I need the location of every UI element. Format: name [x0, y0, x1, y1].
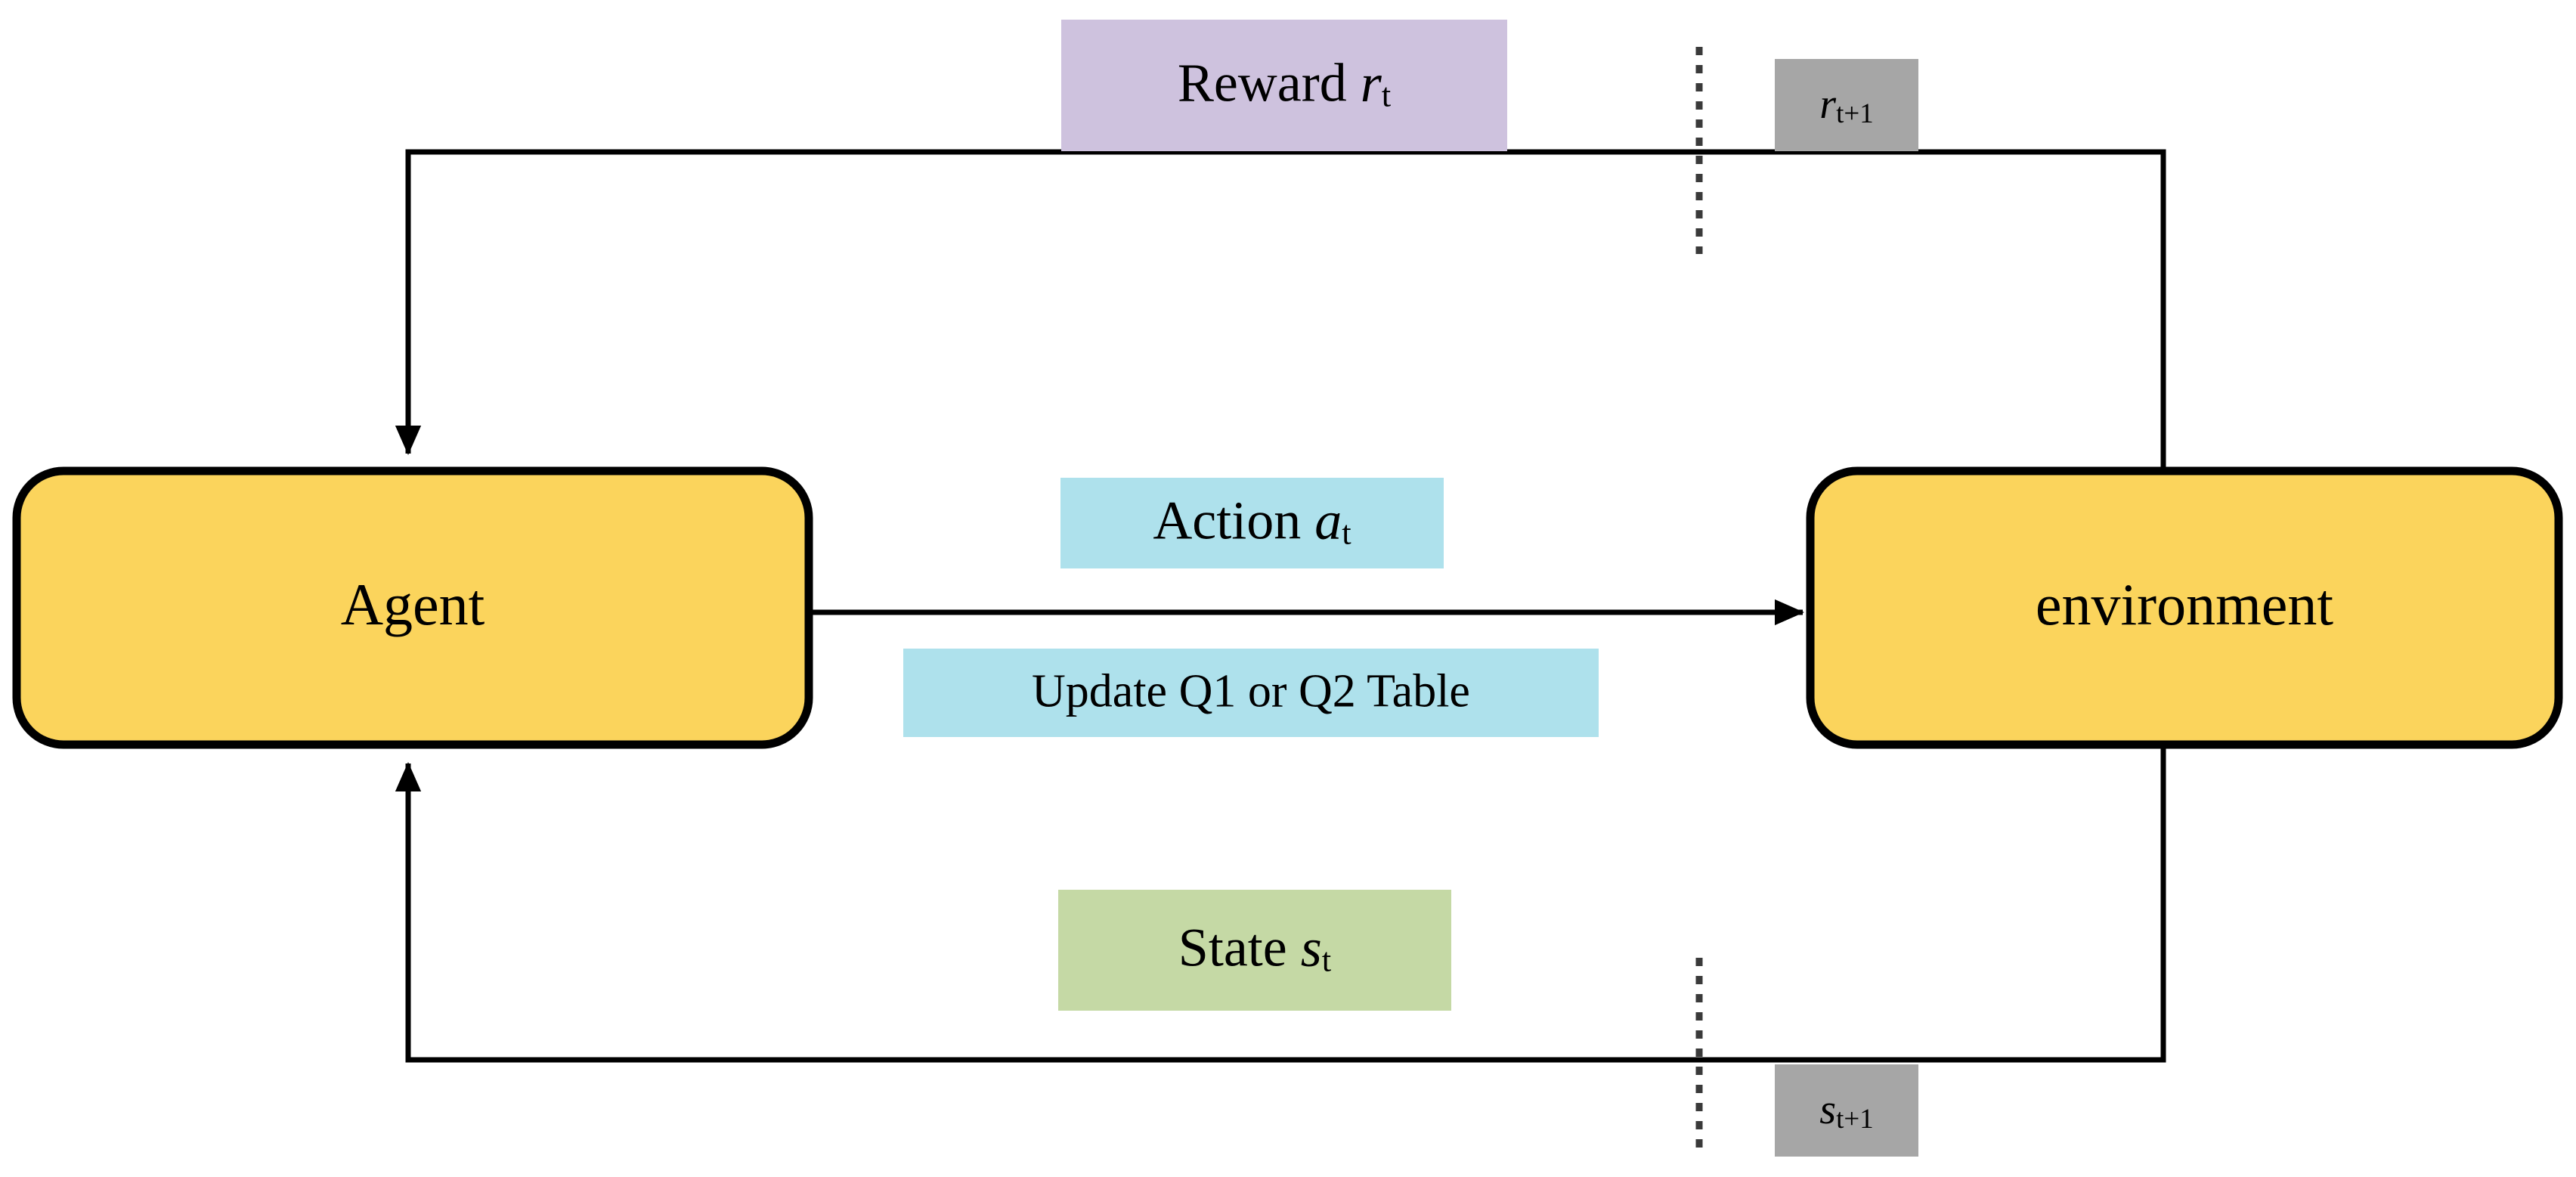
update-q-table-tag-background [903, 649, 1599, 737]
agent-label: Agent [341, 571, 485, 637]
badge-state-next[interactable]: st+1 [1775, 1064, 1918, 1157]
tag-reward[interactable]: Reward rt [1061, 20, 1507, 151]
connector-state-path [395, 745, 2166, 1063]
state-next-badge-label: st+1 [1819, 1086, 1873, 1135]
badge-reward-next[interactable]: rt+1 [1775, 59, 1918, 151]
state-tag-label: State st [1178, 918, 1332, 979]
action-tag-label: Action at [1153, 491, 1351, 552]
reward-tag-label: Reward rt [1178, 53, 1392, 114]
connector-reward-path [395, 149, 2166, 475]
update-q-table-tag-label: Update Q1 or Q2 Table [1032, 666, 1470, 717]
state-next-badge-background [1775, 1064, 1918, 1157]
connectors-layer [395, 149, 2166, 1063]
environment-label: environment [2036, 571, 2334, 637]
reward-tag-background [1061, 20, 1507, 151]
reward-next-badge-background [1775, 59, 1918, 151]
node-environment[interactable]: environment [1806, 466, 2563, 749]
action-tag-background [1060, 478, 1444, 568]
reward-next-badge-label: rt+1 [1819, 81, 1873, 129]
tag-state[interactable]: State st [1058, 890, 1451, 1011]
agent-box-shape [12, 466, 813, 749]
node-agent[interactable]: Agent [12, 466, 813, 749]
state-tag-background [1058, 890, 1451, 1011]
tag-update-q-table[interactable]: Update Q1 or Q2 Table [903, 649, 1599, 737]
tag-action[interactable]: Action at [1060, 478, 1444, 568]
environment-box-shape [1806, 466, 2563, 749]
